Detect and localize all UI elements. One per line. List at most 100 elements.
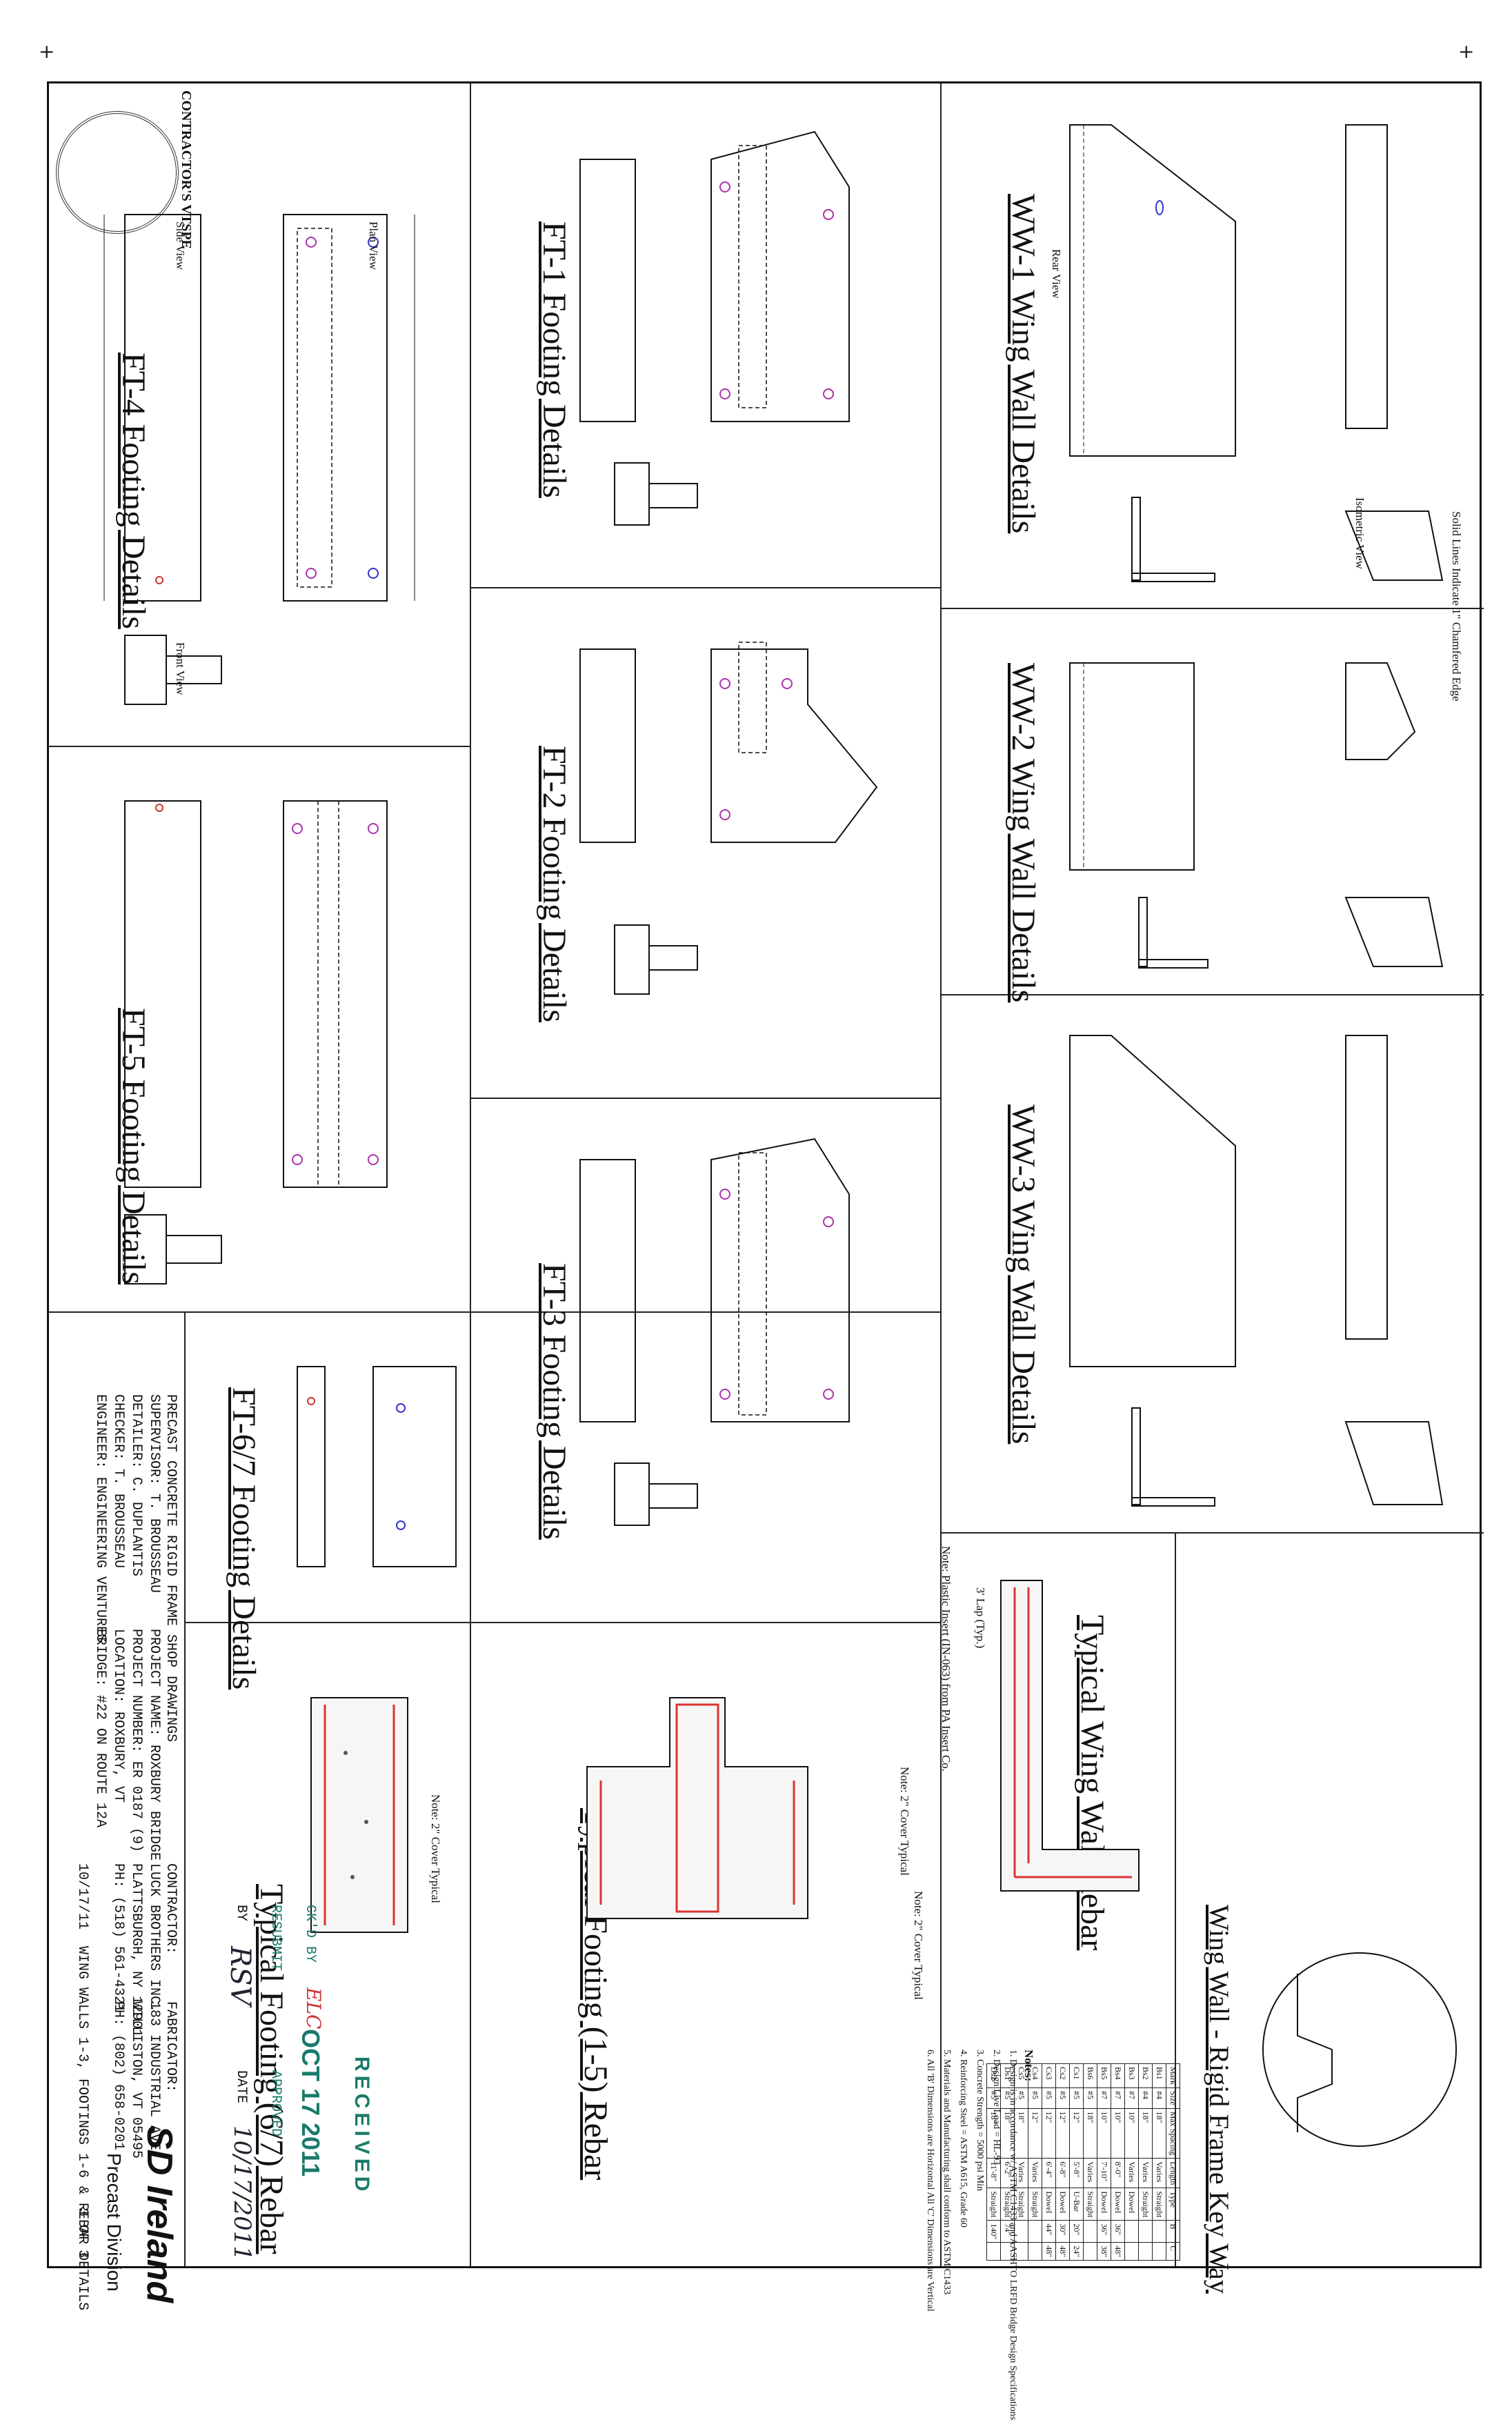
rebar-cell: Cs2 [1055, 2063, 1070, 2088]
rebar-cell: 20" [1069, 2220, 1084, 2243]
rebar-cell: #5 [1042, 2087, 1056, 2109]
divider [49, 746, 470, 747]
rebar-cell: Bs1 [1152, 2063, 1166, 2088]
rebar-cell: 36" [1097, 2220, 1111, 2243]
divider [940, 608, 1484, 609]
rebar-cell: Varies [1152, 2158, 1166, 2188]
rebar-cell: #7 [1097, 2087, 1111, 2109]
note-item: 6. All 'B' Dimensions are Horizontal All… [925, 2050, 935, 2312]
rebar-cell: 38" [1097, 2242, 1111, 2261]
rebar-cell: 18" [1138, 2108, 1153, 2159]
rebar-cell: 5'-8" [1069, 2158, 1084, 2188]
view-label-front: Front View [174, 642, 187, 695]
view-label-side: Side View [174, 221, 187, 270]
rebar-cell: 18" [1083, 2108, 1097, 2159]
sd-ireland-logo: SD Ireland [139, 2125, 179, 2303]
col-type: Type [1166, 2188, 1180, 2221]
divider [49, 1311, 940, 1313]
rebar-cell [1138, 2242, 1153, 2261]
by-label: BY [233, 1905, 249, 1922]
tb-project-number: PROJECT NUMBER: ER 0187 (9) [128, 1629, 144, 1853]
rebar-cell [986, 2242, 1001, 2261]
rebar-cell: 8'-0" [1111, 2158, 1125, 2188]
rebar-cell: 30" [1055, 2220, 1070, 2243]
divider [184, 1311, 186, 2266]
col-size: Size [1166, 2087, 1180, 2109]
rebar-cell: 48" [1042, 2242, 1056, 2261]
cover-note: Note: 2" Cover Typical [912, 1891, 925, 2000]
rebar-cell: 7'-10" [1097, 2158, 1111, 2188]
rebar-cell: 36" [1111, 2220, 1125, 2243]
ft67-drawings [297, 1366, 457, 1567]
rebar-cell: Bs6 [1083, 2063, 1097, 2088]
divider [470, 1098, 940, 1099]
plastic-insert-note: Note: Plastic Insert (IN-063) from PA In… [939, 1546, 953, 1772]
col-b: B [1166, 2220, 1180, 2243]
rebar-cell [1138, 2220, 1153, 2243]
date-label: DATE [233, 2070, 249, 2104]
resubmit-label: RESUBMIT [268, 1905, 284, 1972]
ww-rebar-drawing [1000, 1580, 1140, 1892]
rebar-cell: Dowel [1042, 2188, 1056, 2221]
tb-checker: CHECKER: T. BROUSSEAU [110, 1394, 126, 1569]
rebar-cell: Straight [986, 2188, 1001, 2221]
rebar-cell: 6'-4" [1042, 2158, 1056, 2188]
cover-note: Note: 2" Cover Typical [898, 1767, 911, 1876]
rebar-cell [1152, 2220, 1166, 2243]
ft67-rebar-drawing [310, 1697, 408, 1933]
rebar-cell: Dowel [1097, 2188, 1111, 2221]
ft1-drawings [579, 130, 850, 526]
rebar-cell: 12" [1055, 2108, 1070, 2159]
rebar-cell: 10" [1124, 2108, 1139, 2159]
rebar-cell: 12" [1042, 2108, 1056, 2159]
approved-label: APPROVED [268, 2070, 284, 2137]
lap-note: 3' Lap (Typ.) [974, 1587, 987, 1649]
rebar-cell [1028, 2220, 1042, 2243]
rebar-cell: #4 [1152, 2087, 1166, 2109]
note-item: 5. Materials and Manufacturing shall con… [942, 2050, 952, 2294]
cover-note: Note: 2" Cover Typical [429, 1794, 442, 1903]
rebar-cell: Dowel [1111, 2188, 1125, 2221]
rebar-table-header: Mark Size Max Spacing Length Type B C [1166, 2063, 1180, 2261]
ww1-drawings [1069, 124, 1444, 582]
rebar-cell [1028, 2242, 1042, 2261]
rebar-cell [1124, 2242, 1139, 2261]
rebar-cell: 12" [1028, 2108, 1042, 2159]
rebar-cell: #5 [1069, 2087, 1084, 2109]
received-date: OCT 17 2011 [297, 2029, 325, 2177]
tb-detailer: DETAILER: C. DUPLANTIS [128, 1394, 144, 1577]
divider [940, 1532, 1484, 1534]
tb-project-name: PROJECT NAME: ROXBURY BRIDGE [146, 1629, 162, 1861]
ft4-drawings [103, 214, 415, 705]
tb-location: LOCATION: ROXBURY, VT [110, 1629, 126, 1803]
col-length: Length [1166, 2158, 1180, 2188]
crop-mark-top-left: + [39, 40, 55, 63]
rebar-cell: #5 [1083, 2087, 1097, 2109]
keyway-detail [1262, 1952, 1457, 2147]
rebar-cell: 6'-8" [1055, 2158, 1070, 2188]
rebar-cell: Dowel [1055, 2188, 1070, 2221]
rebar-cell: Straight [1083, 2188, 1097, 2221]
tb-heading: PRECAST CONCRETE RIGID FRAME SHOP DRAWIN… [163, 1394, 179, 1743]
by-value: RSV [224, 1946, 256, 2006]
rebar-cell: U-Bar [1069, 2188, 1084, 2221]
note-item: 4. Reinforcing Steel = ASTM A615, Grade … [958, 2050, 968, 2228]
rebar-cell: 48" [1111, 2242, 1125, 2261]
chamfer-note: Solid Lines Indicate 1" Chamfered Edge [1450, 511, 1463, 702]
tb-supervisor: SUPERVISOR: T. BROUSSEAU [146, 1394, 162, 1594]
rebar-cell: Bs4 [1111, 2063, 1125, 2088]
tb-contractor-name: LUCK BROTHERS INC. [146, 1863, 162, 2013]
notes-header: Notes: [1022, 2050, 1035, 2082]
rebar-cell: #4 [1138, 2087, 1153, 2109]
keyway-title: Wing Wall - Rigid Frame Key Way [1204, 1905, 1235, 2294]
tb-contractor-phone: PH: (518) 561-4321 [110, 1863, 126, 2013]
tb-fabricator-label: FABRICATOR: [163, 2001, 179, 2093]
rebar-cell: Straight [1152, 2188, 1166, 2221]
note-item: 2. Design Live Load = HL-93 [991, 2050, 1002, 2165]
